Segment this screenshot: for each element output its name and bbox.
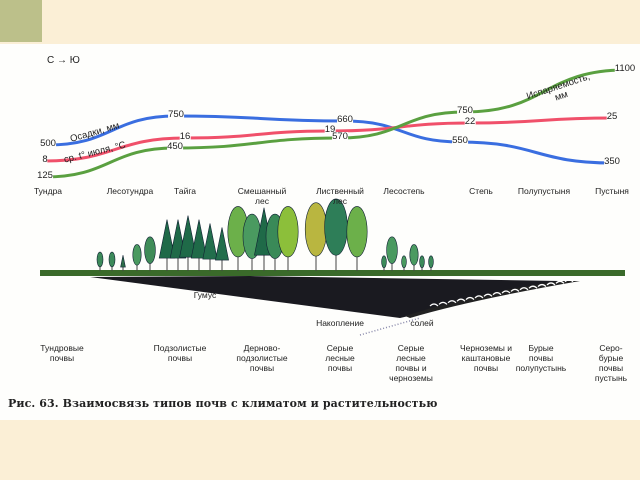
deciduous-tree	[132, 244, 142, 266]
precipitation-value: 350	[604, 156, 620, 167]
direction-label: С → Ю	[47, 55, 80, 66]
evaporation-value: 570	[332, 131, 348, 142]
salt-mark	[456, 298, 466, 302]
soil-type-label: Серые лесные почвы и черноземы	[389, 343, 433, 383]
zone-label: Тундра	[33, 186, 63, 196]
conifer-tree	[120, 255, 126, 268]
conifer-tree	[179, 215, 197, 258]
deciduous-tree	[409, 244, 419, 266]
evaporation-value: 125	[37, 170, 53, 181]
salt-mark	[510, 288, 520, 292]
soil-type-label: Тундровые почвы	[40, 343, 84, 363]
temperature-value: 19	[324, 124, 336, 135]
humus-label: Гумус	[193, 290, 217, 300]
soil-type-label: Серые лесные почвы	[325, 343, 355, 373]
salt-boundary	[359, 317, 421, 336]
zone-label: Полупустыня	[517, 186, 571, 196]
figure-caption: Рис. 63. Взаимосвязь типов почв с климат…	[8, 397, 438, 410]
temperature-value: 16	[179, 131, 191, 142]
deciduous-tree	[428, 255, 434, 269]
zone-label: Степь	[469, 186, 493, 196]
conifer-tree	[215, 227, 229, 261]
temperature-value: 25	[606, 111, 618, 122]
temperature-value: 8	[42, 154, 48, 165]
precipitation-value: 750	[168, 109, 184, 120]
conifer-tree	[202, 223, 218, 260]
soil-type-label: Серо- бурые почвы пустынь	[594, 343, 628, 383]
soil-type-label: Черноземы и каштановые почвы	[459, 343, 513, 373]
deciduous-tree	[277, 206, 299, 258]
zone-label: Смешанный лес	[237, 186, 287, 206]
salt-mark	[555, 280, 565, 284]
salt-mark	[546, 282, 556, 286]
deciduous-tree	[304, 202, 328, 257]
deciduous-tree	[419, 255, 425, 269]
zone-label: Лесотундра	[106, 186, 154, 196]
zone-label: Тайга	[174, 186, 196, 196]
salt-mark	[474, 295, 484, 299]
salt-mark	[438, 301, 448, 305]
deciduous-tree	[324, 198, 348, 256]
soil-type-label: Подзолистые почвы	[153, 343, 207, 363]
deciduous-tree	[381, 255, 387, 269]
salt-mark	[492, 292, 502, 296]
deciduous-tree	[96, 251, 104, 268]
evaporation-value: 450	[167, 141, 183, 152]
precipitation-value: 660	[337, 114, 353, 125]
soil-type-label: Дерново- подзолистые почвы	[236, 343, 288, 373]
ground-line	[40, 270, 625, 276]
soil-type-label: Бурые почвы полупустынь	[515, 343, 567, 373]
salt-layer	[405, 281, 580, 318]
salt-mark	[564, 279, 574, 283]
deciduous-tree	[144, 236, 156, 264]
conifer-tree	[190, 219, 208, 259]
evaporation-value: 1100	[614, 63, 636, 74]
zone-label: Лесостепь	[383, 186, 425, 196]
salt-mark	[465, 296, 475, 300]
salt-mark	[501, 290, 511, 294]
zone-label: Пустыня	[595, 186, 629, 196]
slide-corner-block	[0, 0, 42, 42]
precipitation-value: 550	[452, 135, 468, 146]
zone-label: Лиственный лес	[316, 186, 364, 206]
salt-mark	[483, 293, 493, 297]
salt-label-1: Накопление	[316, 318, 364, 328]
evaporation-value: 750	[457, 105, 473, 116]
deciduous-tree	[346, 206, 368, 258]
salt-label-2: солей	[410, 318, 434, 328]
deciduous-tree	[386, 236, 398, 264]
temperature-value: 22	[464, 116, 476, 127]
salt-mark	[429, 303, 439, 307]
salt-mark	[447, 300, 457, 304]
conifer-tree	[158, 219, 176, 259]
salt-mark	[519, 287, 529, 291]
deciduous-tree	[401, 255, 407, 269]
salt-mark	[528, 285, 538, 289]
deciduous-tree	[108, 251, 116, 268]
precipitation-value: 500	[40, 138, 56, 149]
salt-mark	[537, 283, 547, 288]
